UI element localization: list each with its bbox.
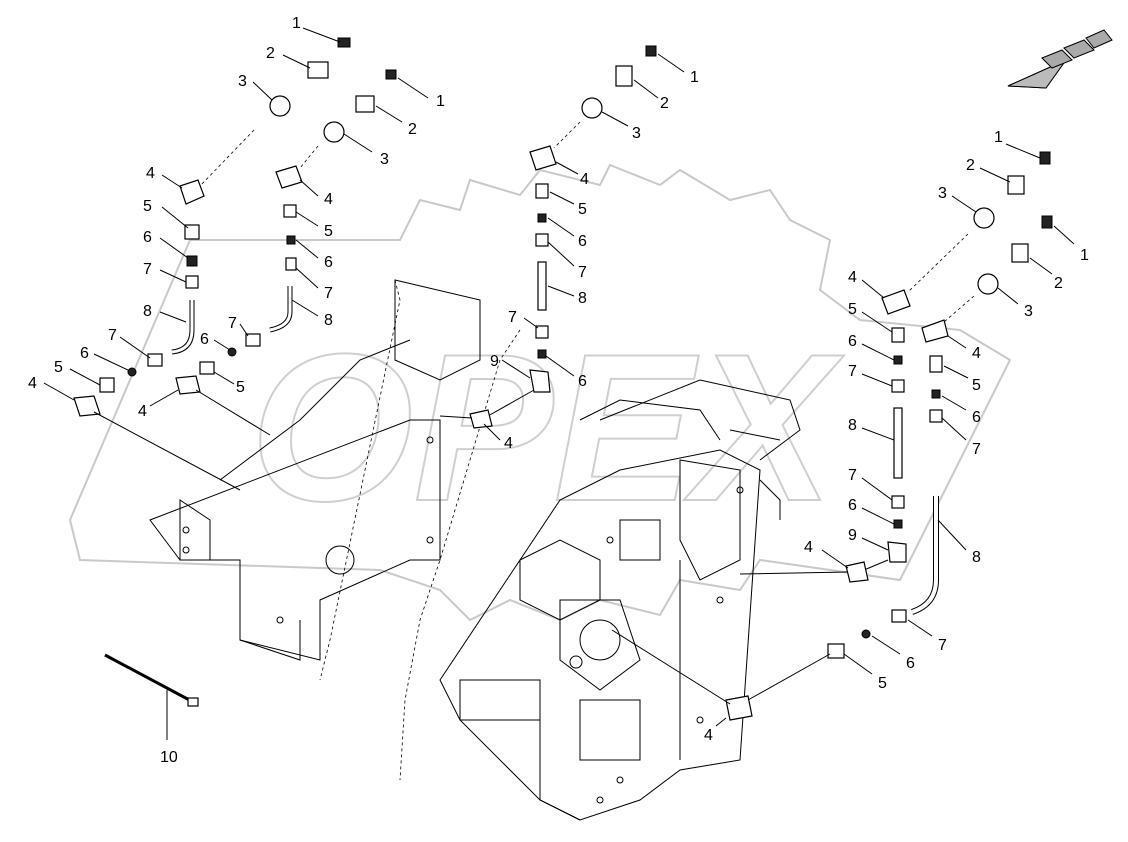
label-g7: 7 xyxy=(848,363,857,380)
label-10: 10 xyxy=(160,749,178,766)
label-a7: 7 xyxy=(143,261,152,278)
cable-tie: 10 xyxy=(104,653,199,766)
label-g5: 5 xyxy=(848,301,857,318)
label-g6: 6 xyxy=(848,333,857,350)
label-f9: 9 xyxy=(490,353,499,370)
label-i8: 8 xyxy=(972,549,981,566)
label-g8: 8 xyxy=(848,417,857,434)
label-e3: 3 xyxy=(632,125,641,142)
label-d5: 5 xyxy=(236,379,245,396)
label-j5: 5 xyxy=(878,675,887,692)
label-f7: 7 xyxy=(508,309,517,326)
label-j7: 7 xyxy=(938,637,947,654)
label-e6: 6 xyxy=(578,233,587,250)
label-g2: 2 xyxy=(966,157,975,174)
label-b4: 4 xyxy=(28,375,37,392)
frame-center xyxy=(399,329,801,821)
label-j6: 6 xyxy=(906,655,915,672)
label-i1: 1 xyxy=(1080,247,1089,264)
label-i6: 6 xyxy=(972,409,981,426)
watermark-text: OPEX xyxy=(250,310,844,545)
label-a4: 4 xyxy=(146,165,155,182)
label-b6: 6 xyxy=(80,345,89,362)
label-e8: 8 xyxy=(578,290,587,307)
label-c7: 7 xyxy=(324,285,333,302)
label-c5: 5 xyxy=(324,223,333,240)
fitting-group-a: 1 2 3 4 5 6 7 8 7 6 5 4 xyxy=(28,15,351,491)
label-c3: 3 xyxy=(380,151,389,168)
label-h9: 9 xyxy=(848,527,857,544)
label-d7: 7 xyxy=(228,315,237,332)
label-g1: 1 xyxy=(994,129,1003,146)
label-c4: 4 xyxy=(324,191,333,208)
label-e4: 4 xyxy=(580,171,589,188)
label-a2: 2 xyxy=(266,45,275,62)
label-c6: 6 xyxy=(324,254,333,271)
label-a6: 6 xyxy=(143,229,152,246)
fitting-group-c: 1 2 3 4 5 6 7 8 7 6 5 4 xyxy=(138,69,445,436)
label-e2: 2 xyxy=(660,95,669,112)
label-i5: 5 xyxy=(972,377,981,394)
label-b5: 5 xyxy=(54,359,63,376)
label-a5: 5 xyxy=(143,198,152,215)
label-b7: 7 xyxy=(108,327,117,344)
label-e7: 7 xyxy=(578,264,587,281)
label-d4: 4 xyxy=(138,403,147,420)
fitting-group-i: 1 2 3 4 5 6 7 8 7 6 5 4 xyxy=(611,215,1089,744)
label-g4: 4 xyxy=(848,269,857,286)
label-d6: 6 xyxy=(200,331,209,348)
label-h7: 7 xyxy=(848,467,857,484)
label-f4: 4 xyxy=(504,435,513,452)
watermark-gear xyxy=(68,163,1012,622)
label-a8: 8 xyxy=(143,303,152,320)
direction-arrow-icon xyxy=(1007,29,1113,89)
label-c8: 8 xyxy=(324,312,333,329)
label-j4: 4 xyxy=(704,727,713,744)
label-h4: 4 xyxy=(804,539,813,556)
label-i7: 7 xyxy=(972,441,981,458)
label-f6: 6 xyxy=(578,373,587,390)
label-c1: 1 xyxy=(436,93,445,110)
label-a3: 3 xyxy=(238,73,247,90)
label-i3: 3 xyxy=(1024,303,1033,320)
fitting-group-e: 1 2 3 4 5 6 7 8 7 9 6 4 xyxy=(439,45,699,452)
label-e5: 5 xyxy=(578,201,587,218)
label-a1: 1 xyxy=(292,15,301,32)
label-i4: 4 xyxy=(972,345,981,362)
label-i2: 2 xyxy=(1054,275,1063,292)
frame-left xyxy=(149,279,481,681)
label-g3: 3 xyxy=(938,185,947,202)
watermark: OPEX xyxy=(68,163,1012,622)
fitting-group-g: 1 2 3 4 5 6 7 8 7 6 9 4 xyxy=(739,129,1051,583)
label-e1: 1 xyxy=(690,69,699,86)
label-h6: 6 xyxy=(848,497,857,514)
label-c2: 2 xyxy=(408,121,417,138)
